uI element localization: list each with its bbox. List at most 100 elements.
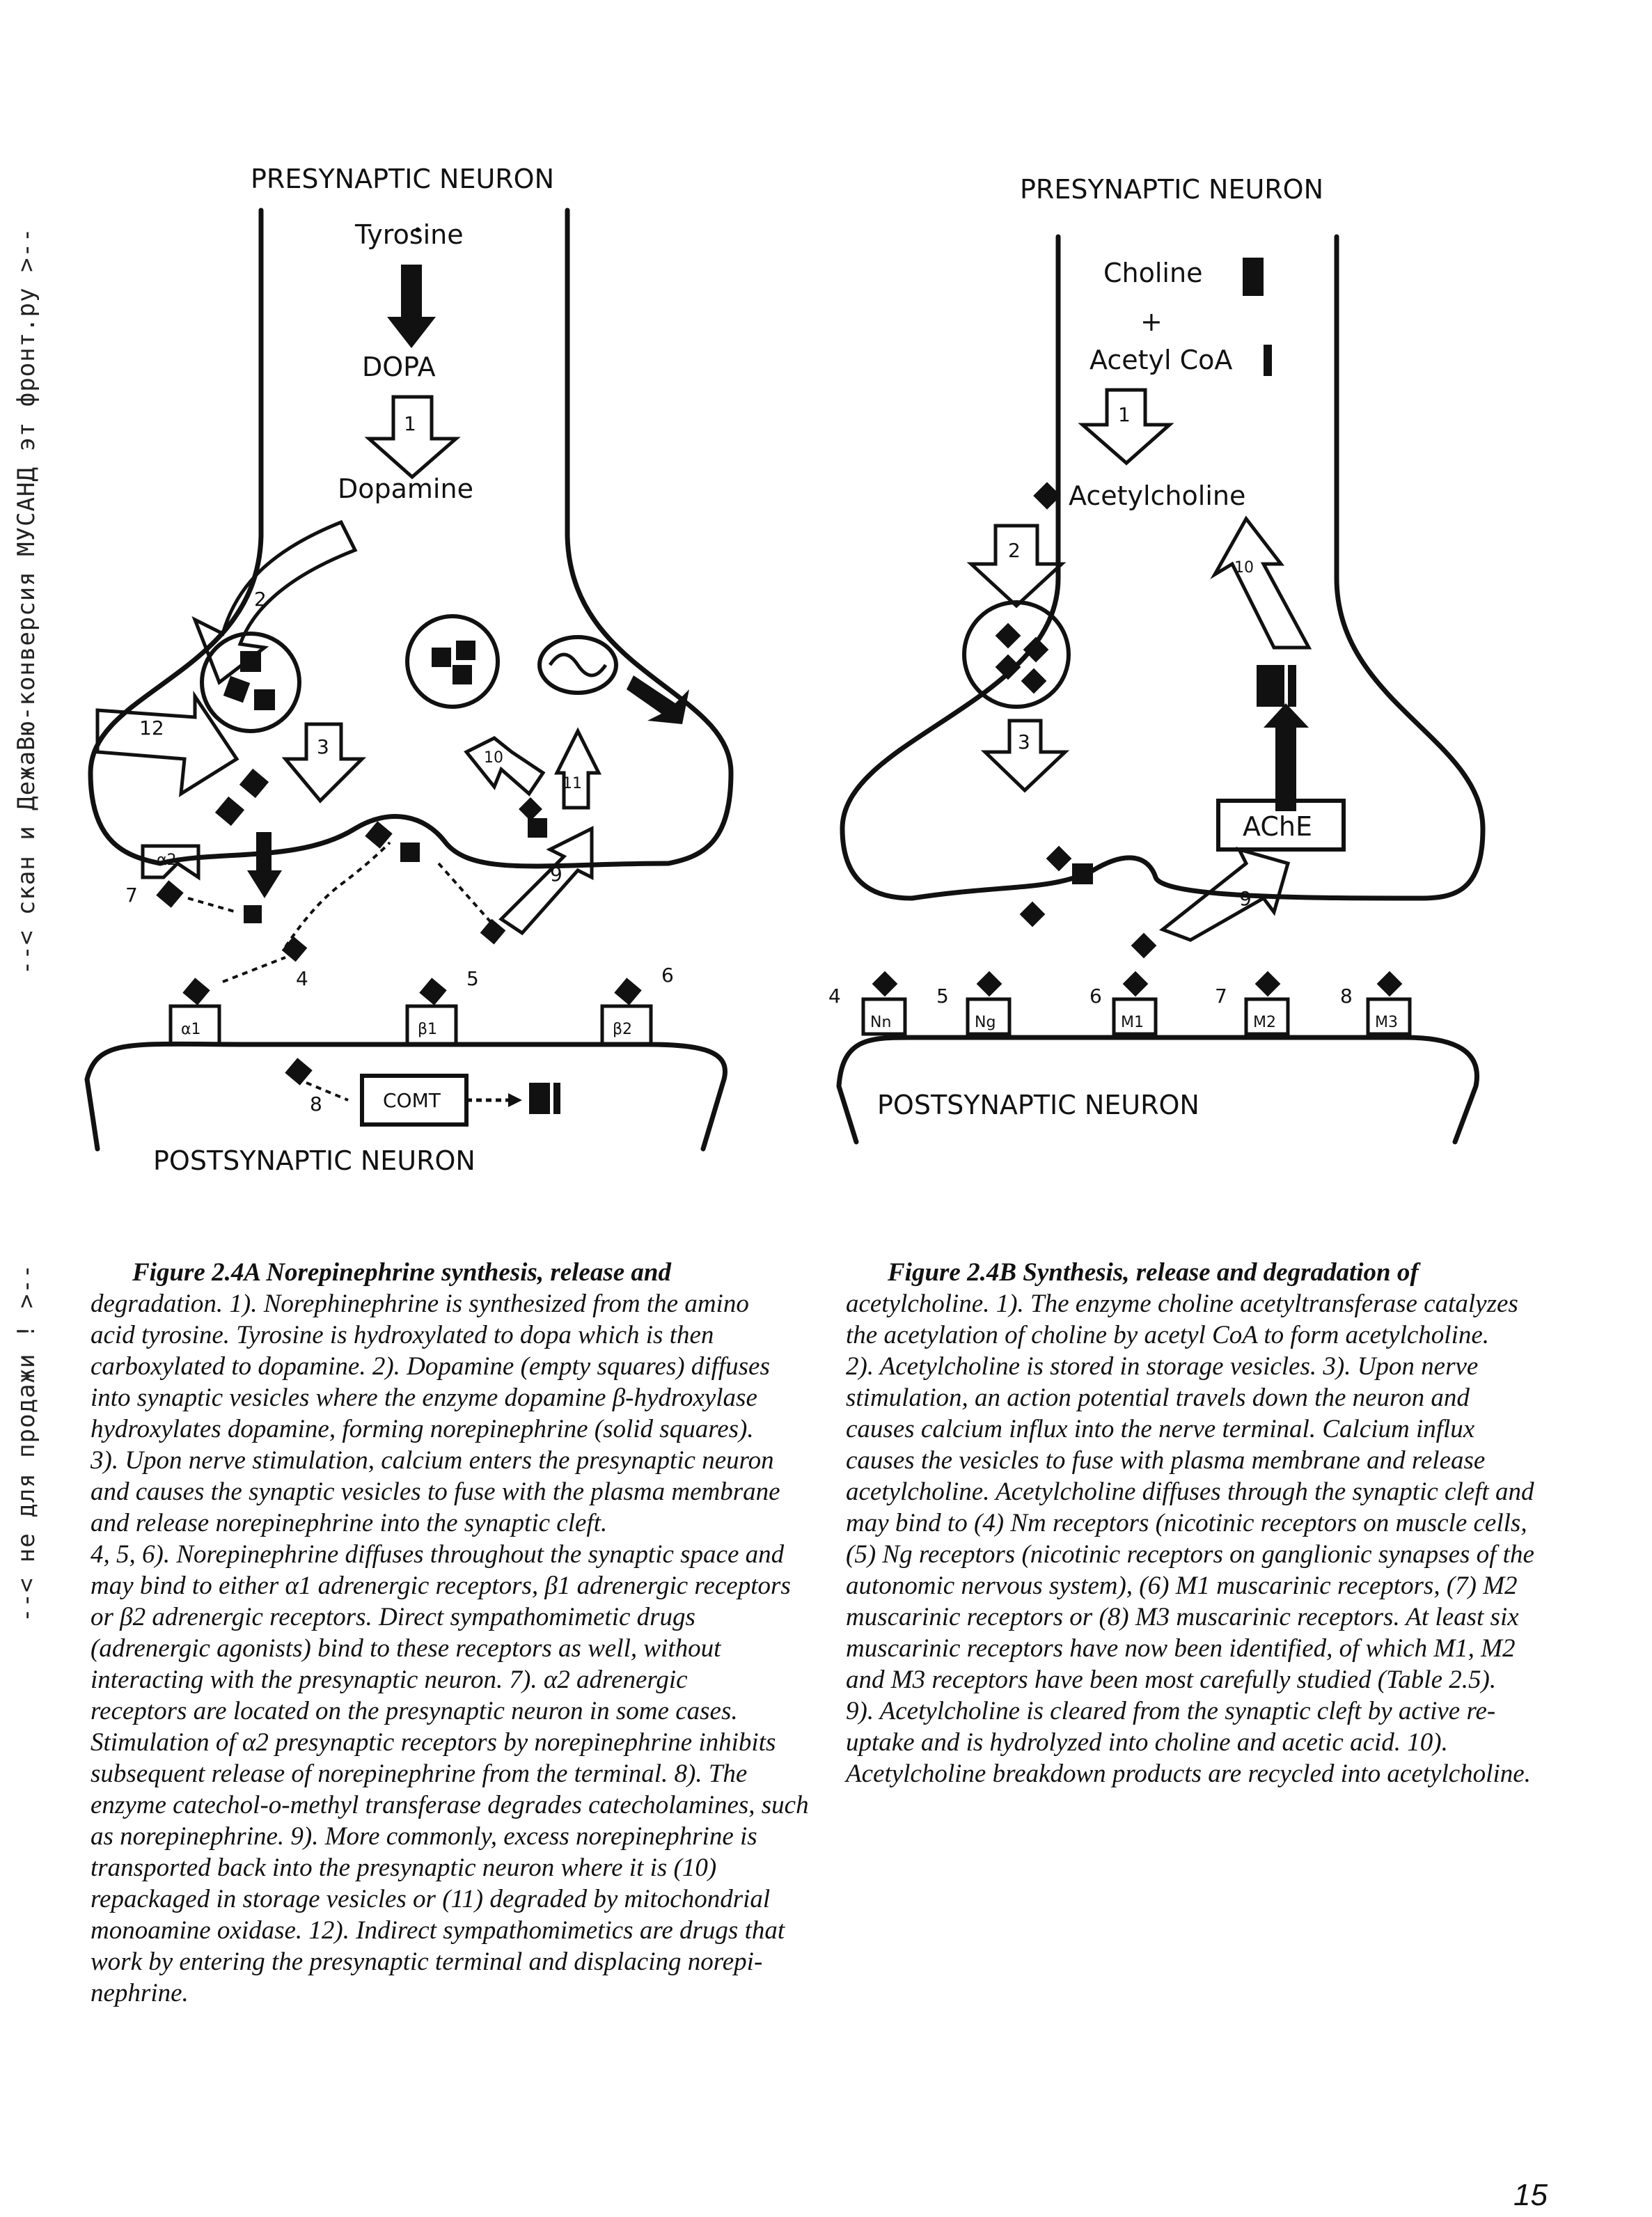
caption-a-line: as norepinephrine. 9). More commonly, ex… [91,1822,757,1851]
arrow-2-a [191,519,358,686]
ach-released-1 [1046,845,1072,872]
caption-a-line: hydroxylates dopamine, forming norepinep… [91,1415,754,1443]
caption-a-line: Stimulation of α2 presynaptic receptors … [91,1728,776,1757]
dopa-label: DOPA [362,352,436,382]
comt-product-1 [529,1083,550,1114]
mitochondrion [537,635,618,695]
page-number: 15 [1513,2178,1548,2212]
ne-particle-1 [239,768,269,799]
caption-a-line: enzyme catechol-o-methyl transferase deg… [91,1791,809,1819]
caption-b-line: uptake and is hydrolyzed into choline an… [846,1728,1448,1757]
tyrosine-arrow-shaft [401,265,422,320]
nn-label: Nn [870,1014,891,1031]
tyrosine-arrow-head [387,317,436,348]
vesicle-b-ach-2 [1023,636,1049,663]
recycle-arrow-shaft [1275,721,1296,811]
arrow-3-b [980,719,1070,793]
vesicle-b-ach-3 [995,654,1021,680]
ne-particle-2 [214,796,245,827]
beta1-label: β1 [418,1021,437,1038]
ach-on-nn [872,971,898,997]
presynaptic-outline-left-b [840,234,1061,901]
ne-particle-9 [281,936,308,962]
caption-a-line: and causes the synaptic vesicles to fuse… [91,1478,780,1506]
side-note-2: --< не для продажи ! >-- [13,648,54,1622]
caption-a-line: into synaptic vesicles where the enzyme … [91,1384,757,1412]
arrow-3-a [281,722,367,804]
ne-particle-8 [480,918,506,945]
caption-b-line: the acetylation of choline by acetyl CoA… [846,1321,1490,1349]
acetylcholine-label: Acetylcholine [1069,480,1245,511]
caption-a-line: Figure 2.4A Norepinephrine synthesis, re… [132,1258,672,1287]
caption-b-line: causes the vesicles to fuse with plasma … [846,1446,1486,1475]
caption-a-line: nephrine. [91,1979,189,2007]
choline-label: Choline [1103,258,1202,288]
ne-particle-3 [528,818,547,838]
num-3-b: 3 [1018,730,1030,753]
caption-b-line: may bind to (4) Nm receptors (nicotinic … [846,1509,1527,1537]
comt-product-2 [553,1083,560,1114]
vesicle-a-2-square-3 [453,665,472,684]
diffusion-dash-1 [284,841,391,948]
num-9-a: 9 [550,863,563,886]
arrow-11-a [553,727,602,810]
presynaptic-label-b: PRESYNAPTIC NEURON [1020,174,1323,205]
vesicle-b [962,600,1071,709]
presynaptic-outline-right-b [1334,234,1486,901]
caption-figure-2-4b: Figure 2.4B Synthesis, release and degra… [846,1257,1584,1789]
num-8-b: 8 [1340,985,1353,1008]
num-11-a: 11 [563,775,582,792]
caption-b-line: Acetylcholine breakdown products are rec… [846,1760,1531,1788]
caption-a-line: work by entering the presynaptic termina… [91,1948,763,1976]
vesicle-a-2-square-2 [456,641,475,660]
m1-label: M1 [1121,1014,1144,1031]
caption-a-line: subsequent release of norepinephrine fro… [91,1760,748,1788]
dopamine-label: Dopamine [338,473,473,504]
recycle-arrow-head [1264,703,1309,728]
caption-b-line: stimulation, an action potential travels… [846,1384,1470,1412]
figure-2-4a: PRESYNAPTIC NEURON Tyrosine DOPA 1 Dopam… [77,146,773,1177]
mitochondrion-cristae [548,652,608,677]
figure-2-4b: PRESYNAPTIC NEURON Choline + Acetyl CoA … [828,160,1525,1177]
figure-a-drawing: PRESYNAPTIC NEURON Tyrosine DOPA 1 Dopam… [84,164,734,1176]
num-1-b: 1 [1118,403,1131,426]
arrow-9-a [498,825,594,936]
ache-label: AChE [1243,811,1312,842]
arrow-10-b [1210,515,1312,650]
nn-receptor [861,997,907,1036]
comt-dash [306,1081,349,1102]
postsynaptic-outline [84,1041,727,1152]
vesicle-a-1-square-2 [223,675,251,703]
arrow-1-a [364,395,461,480]
caption-a-line: and release norepinephrine into the syna… [91,1509,608,1537]
presynaptic-outline-left [88,207,264,866]
acetylcholine-symbol [1033,482,1061,510]
caption-b-line: and M3 receptors have been most carefull… [846,1666,1497,1694]
ne-particle-4 [519,797,542,821]
caption-a-line: (adrenergic agonists) bind to these rece… [91,1634,721,1663]
alpha2-receptor [141,844,200,881]
ne-on-beta2 [614,978,642,1005]
vesicle-b-ach-1 [995,622,1021,649]
presynaptic-bottom [157,814,671,869]
num-5-b: 5 [936,985,949,1008]
caption-a-line: transported back into the presynaptic ne… [91,1854,717,1882]
vesicle-b-ach-4 [1021,668,1047,694]
num-2-a: 2 [254,588,267,611]
beta1-receptor [405,1004,458,1047]
ng-label: Ng [975,1014,996,1031]
ach-released-3 [1019,901,1046,927]
ache-box [1216,799,1346,852]
postsynaptic-outline-b [836,1035,1479,1145]
caption-a-line: interacting with the presynaptic neuron.… [91,1666,688,1694]
m3-label: M3 [1375,1014,1398,1031]
vesicle-a-1-square [240,651,261,672]
alpha1-label: α1 [181,1021,201,1038]
arrow-12-a [95,690,239,797]
diffusion-dash-2 [437,862,496,927]
arrow-2-b [966,524,1067,609]
alpha1-receptor [168,1004,221,1047]
postsynaptic-label-a: POSTSYNAPTIC NEURON [153,1145,475,1176]
beta2-label: β2 [613,1021,632,1038]
caption-b-line: acetylcholine. Acetylcholine diffuses th… [846,1478,1534,1506]
